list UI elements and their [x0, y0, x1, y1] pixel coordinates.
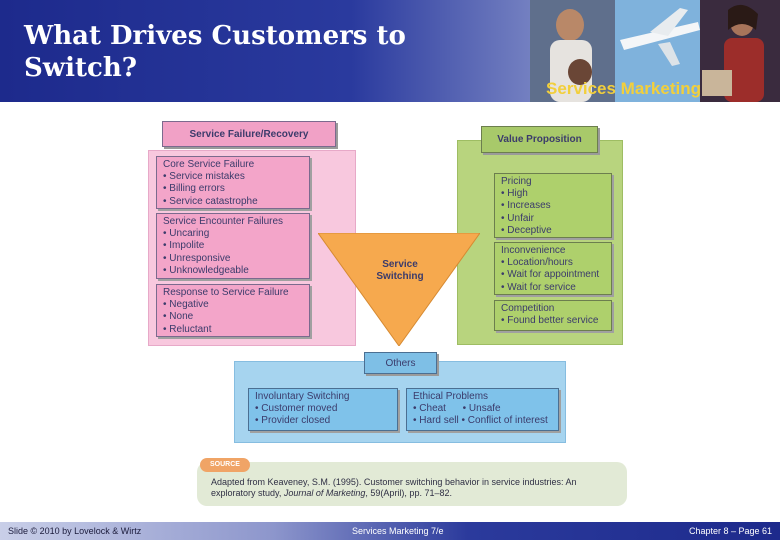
encounter-failures-item: • Uncaring — [163, 228, 210, 240]
competition-item: • Found better service — [501, 315, 599, 327]
response-failure-item: • Negative — [163, 299, 209, 311]
slide-title-line2: Switch? — [24, 53, 138, 83]
source-box — [197, 462, 627, 506]
response-failure-item: • Reluctant — [163, 323, 212, 335]
competition-title: Competition — [501, 303, 555, 314]
response-to-failure-box: Response to Service Failure • Negative •… — [156, 284, 310, 337]
core-failure-item: • Service mistakes — [163, 171, 245, 183]
source-journal: Journal of Marketing — [283, 488, 366, 498]
involuntary-item: • Provider closed — [255, 415, 331, 427]
ethical-title: Ethical Problems — [413, 391, 489, 402]
service-switching-triangle — [318, 233, 480, 346]
ethical-item: • Hard sell • Conflict of interest — [413, 415, 548, 427]
core-failure-item: • Service catastrophe — [163, 195, 258, 207]
ethical-problems-box: Ethical Problems • Cheat • Unsafe • Hard… — [406, 388, 559, 431]
inconvenience-item: • Location/hours — [501, 257, 573, 269]
inconvenience-item: • Wait for appointment — [501, 269, 600, 281]
encounter-failures-item: • Unknowledgeable — [163, 264, 249, 276]
source-citation: Adapted from Keaveney, S.M. (1995). Cust… — [211, 477, 611, 499]
encounter-failures-item: • Impolite — [163, 240, 205, 252]
service-switching-line2: Switching — [376, 271, 424, 282]
source-text-after: , 59(April), pp. 71–82. — [365, 488, 452, 498]
slide-title-line1: What Drives Customers to — [24, 21, 406, 51]
header-photo-collage — [530, 0, 780, 102]
pricing-item: • Unfair — [501, 212, 534, 224]
pricing-item: • Increases — [501, 200, 551, 212]
involuntary-item: • Customer moved — [255, 403, 338, 415]
header-banner: What Drives Customers to Switch? Service… — [0, 0, 780, 102]
pricing-item: • Deceptive — [501, 224, 552, 236]
source-text-before: Adapted from Keaveney, S.M. (1995). Cust… — [211, 477, 577, 498]
footer-book-title: Services Marketing 7/e — [352, 526, 444, 536]
core-failure-title: Core Service Failure — [163, 159, 255, 170]
service-encounter-failures-box: Service Encounter Failures • Uncaring • … — [156, 213, 310, 279]
core-failure-item: • Billing errors — [163, 183, 225, 195]
inconvenience-item: • Wait for service — [501, 281, 576, 293]
ethical-item: • Cheat • Unsafe — [413, 403, 501, 415]
slide-title: What Drives Customers to Switch? — [24, 20, 444, 84]
pricing-item: • High — [501, 188, 528, 200]
encounter-failures-title: Service Encounter Failures — [163, 216, 284, 227]
value-proposition-heading: Value Proposition — [481, 126, 598, 153]
competition-box: Competition • Found better service — [494, 300, 612, 331]
service-failure-heading: Service Failure/Recovery — [162, 121, 336, 147]
source-tag: SOURCE — [200, 458, 250, 472]
service-switching-label: Service Switching — [362, 259, 438, 283]
involuntary-switching-box: Involuntary Switching • Customer moved •… — [248, 388, 398, 431]
pricing-box: Pricing • High • Increases • Unfair • De… — [494, 173, 612, 238]
footer-page-number: Chapter 8 – Page 61 — [688, 526, 772, 536]
footer-bar: Slide © 2010 by Lovelock & Wirtz Service… — [0, 522, 780, 540]
encounter-failures-item: • Unresponsive — [163, 252, 231, 264]
others-heading: Others — [364, 352, 437, 374]
footer-copyright: Slide © 2010 by Lovelock & Wirtz — [8, 526, 142, 536]
inconvenience-title: Inconvenience — [501, 245, 566, 256]
service-switching-line1: Service — [382, 259, 418, 270]
inconvenience-box: Inconvenience • Location/hours • Wait fo… — [494, 242, 612, 295]
pricing-title: Pricing — [501, 176, 532, 187]
core-service-failure-box: Core Service Failure • Service mistakes … — [156, 156, 310, 209]
response-failure-item: • None — [163, 311, 194, 323]
involuntary-title: Involuntary Switching — [255, 391, 350, 402]
brand-label: Services Marketing — [546, 79, 701, 98]
response-failure-title: Response to Service Failure — [163, 287, 289, 298]
